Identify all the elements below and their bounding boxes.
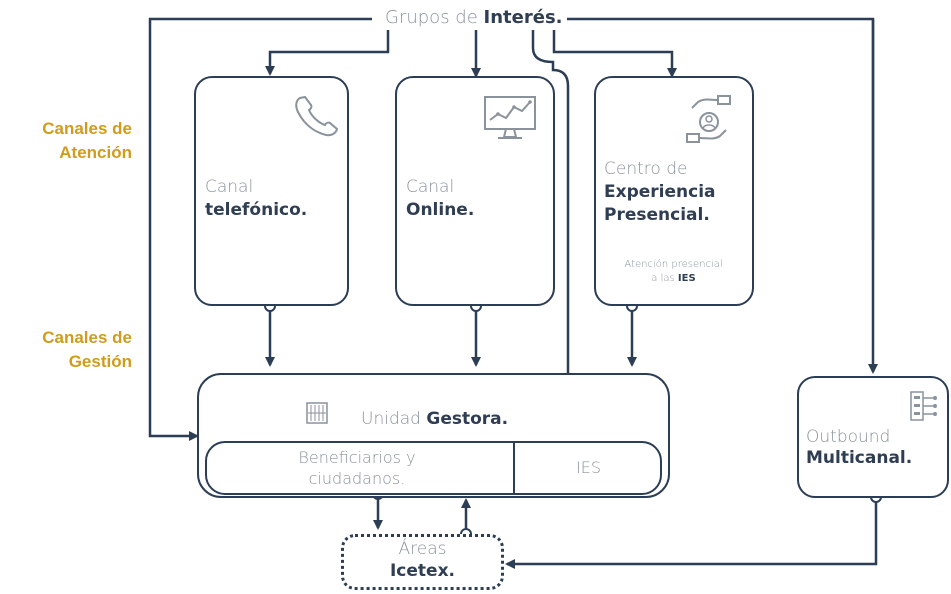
channel-telefonico-line2: telefónico. (205, 200, 308, 220)
canales-atencion-label: Canales de Atención (10, 117, 132, 165)
areas-text: Áreas Icetex. (344, 538, 501, 582)
network-panel-icon (910, 391, 937, 421)
building-icon (306, 402, 328, 424)
gestion-line2: Gestión (68, 352, 132, 371)
gestion-line1: Canales de (42, 328, 132, 347)
outbound-line2: Multicanal. (806, 448, 913, 468)
areas-line2: Icetex. (389, 561, 455, 581)
channel-presencial-text: Centro de Experiencia Presencial. (604, 158, 716, 227)
areas-line1: Áreas (398, 539, 447, 559)
channel-online-box: Canal Online. (395, 76, 555, 306)
channel-telefonico-text: Canal telefónico. (205, 176, 307, 222)
atencion-line1: Canales de (42, 119, 132, 138)
channel-presencial-line1: Centro de (604, 159, 688, 179)
channel-presencial-note: Atención presencial a las IES (596, 258, 751, 286)
channel-online-line2: Online. (406, 200, 475, 220)
channel-presencial-line3: Presencial. (604, 205, 710, 225)
groups-bold: Interés. (483, 7, 563, 28)
unidad-prefix: Unidad (361, 409, 421, 429)
unidad-inner-row: Beneficiarios y ciudadanos. IES (205, 441, 662, 495)
channel-presencial-box: Centro de Experiencia Presencial. Atenci… (594, 76, 754, 306)
ies-cell: IES (576, 458, 601, 477)
unidad-gestora-box: Unidad Gestora. Beneficiarios y ciudadan… (197, 373, 670, 498)
channel-presencial-line2: Experiencia (604, 182, 716, 202)
hand-person-icon (686, 95, 731, 143)
presencial-note-prefix: a las (651, 273, 675, 284)
areas-icetex-box: Áreas Icetex. (341, 534, 504, 590)
beneficiarios-line2: ciudadanos. (308, 469, 406, 488)
phone-icon (295, 95, 339, 137)
inner-divider (513, 443, 515, 493)
outbound-multicanal-box: Outbound Multicanal. (797, 376, 949, 498)
presencial-note-line2: a las IES (596, 272, 751, 286)
presencial-note-bold: IES (677, 273, 696, 284)
presencial-note-line1: Atención presencial (624, 259, 723, 270)
monitor-chart-icon (484, 96, 536, 139)
outbound-line1: Outbound (806, 427, 891, 447)
beneficiarios-line1: Beneficiarios y (298, 448, 416, 467)
atencion-line2: Atención (59, 143, 132, 162)
channel-online-line1: Canal (406, 177, 455, 197)
outbound-text: Outbound Multicanal. (806, 427, 912, 469)
channel-telefonico-box: Canal telefónico. (194, 76, 349, 306)
beneficiarios-cell: Beneficiarios y ciudadanos. (207, 447, 507, 489)
groups-of-interest-title: Grupos de Interés. (381, 6, 567, 30)
groups-prefix: Grupos de (385, 7, 478, 28)
channel-telefonico-line1: Canal (205, 177, 254, 197)
unidad-bold: Gestora. (426, 409, 509, 429)
channel-online-text: Canal Online. (406, 176, 474, 222)
canales-gestion-label: Canales de Gestión (10, 326, 132, 374)
unidad-gestora-title: Unidad Gestora. (361, 408, 508, 430)
